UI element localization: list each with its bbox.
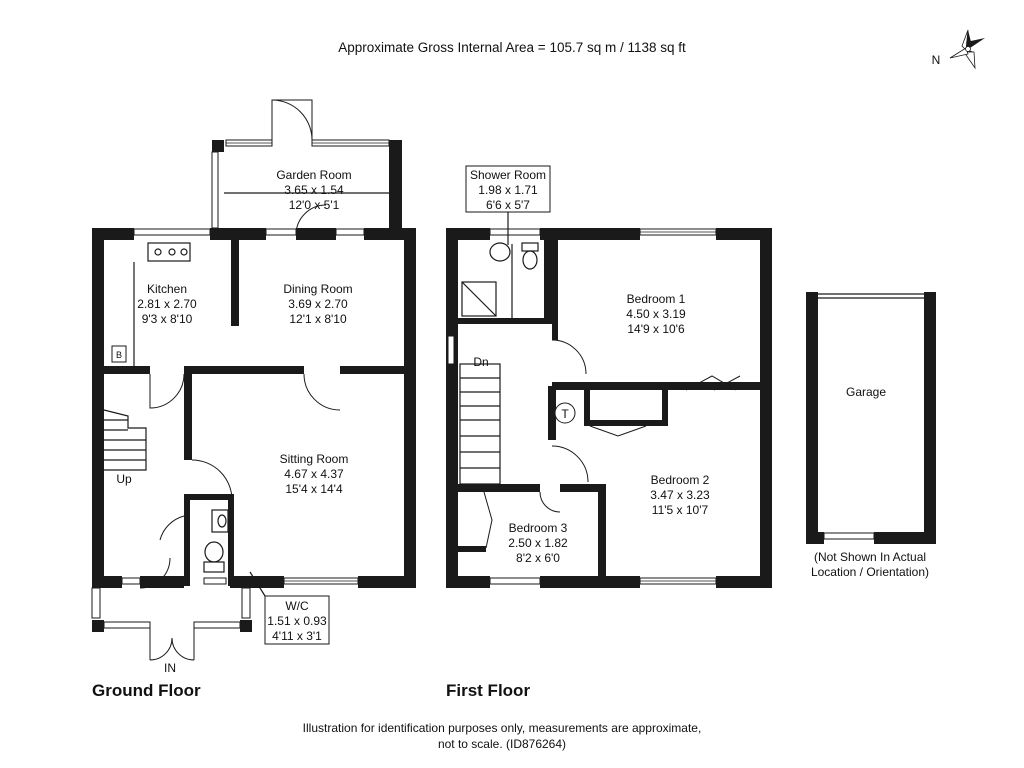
first-floor-stairs <box>459 363 501 485</box>
kitchen-sink-icon <box>147 242 191 262</box>
wc-name: W/C <box>285 599 309 613</box>
first-floor-plan: T <box>446 228 772 588</box>
bedroom1-name: Bedroom 1 <box>627 292 686 306</box>
shower-room-imperial: 6'6 x 5'7 <box>486 198 530 212</box>
tank-label: T <box>561 407 569 421</box>
sitting-room-metric: 4.67 x 4.37 <box>284 467 344 481</box>
garden-room-metric: 3.65 x 1.54 <box>284 183 344 197</box>
garage-note-line1: (Not Shown In Actual <box>814 550 926 564</box>
stairs-down-label: Dn <box>473 355 488 369</box>
wc-imperial: 4'11 x 3'1 <box>272 629 322 643</box>
garage-name: Garage <box>846 385 886 399</box>
stairs-up-label: Up <box>116 472 132 486</box>
bedroom2-imperial: 11'5 x 10'7 <box>652 503 709 517</box>
bedroom3-imperial: 8'2 x 6'0 <box>516 551 560 565</box>
dining-room-name: Dining Room <box>283 282 352 296</box>
garden-room-name: Garden Room <box>276 168 351 182</box>
dining-room-imperial: 12'1 x 8'10 <box>289 312 347 326</box>
dining-room-metric: 3.69 x 2.70 <box>288 297 348 311</box>
kitchen-metric: 2.81 x 2.70 <box>137 297 197 311</box>
entrance-label: IN <box>164 661 176 675</box>
ground-floor-plan: B <box>91 99 416 661</box>
compass-north-label: N <box>932 53 941 67</box>
garden-room-imperial: 12'0 x 5'1 <box>289 198 340 212</box>
garage-plan <box>806 292 936 544</box>
wc-label-box <box>264 595 330 645</box>
bedroom3-metric: 2.50 x 1.82 <box>508 536 568 550</box>
bedroom2-name: Bedroom 2 <box>651 473 710 487</box>
ground-stairs <box>103 409 147 471</box>
water-tank-icon <box>554 402 576 424</box>
bedroom3-name: Bedroom 3 <box>509 521 568 535</box>
boiler-icon <box>111 345 127 363</box>
bedroom1-imperial: 14'9 x 10'6 <box>627 322 685 336</box>
bedroom2-metric: 3.47 x 3.23 <box>650 488 710 502</box>
ground-floor-title: Ground Floor <box>92 681 201 700</box>
first-floor-title: First Floor <box>446 681 530 700</box>
disclaimer-line2: not to scale. (ID876264) <box>438 737 566 751</box>
boiler-label: B <box>116 350 122 360</box>
bedroom1-metric: 4.50 x 3.19 <box>626 307 686 321</box>
wc-metric: 1.51 x 0.93 <box>267 614 327 628</box>
garage-note-line2: Location / Orientation) <box>811 565 929 579</box>
shower-room-label-box <box>465 165 551 213</box>
disclaimer-line1: Illustration for identification purposes… <box>303 721 702 735</box>
gross-area-heading: Approximate Gross Internal Area = 105.7 … <box>338 40 686 55</box>
shower-room-metric: 1.98 x 1.71 <box>478 183 538 197</box>
sitting-room-imperial: 15'4 x 14'4 <box>285 482 343 496</box>
compass-icon <box>949 29 985 70</box>
kitchen-imperial: 9'3 x 8'10 <box>142 312 193 326</box>
shower-room-name: Shower Room <box>470 168 546 182</box>
wc-toilet-icon <box>203 509 229 573</box>
shower-fixtures-icon <box>461 242 539 318</box>
kitchen-name: Kitchen <box>147 282 187 296</box>
sitting-room-name: Sitting Room <box>280 452 349 466</box>
